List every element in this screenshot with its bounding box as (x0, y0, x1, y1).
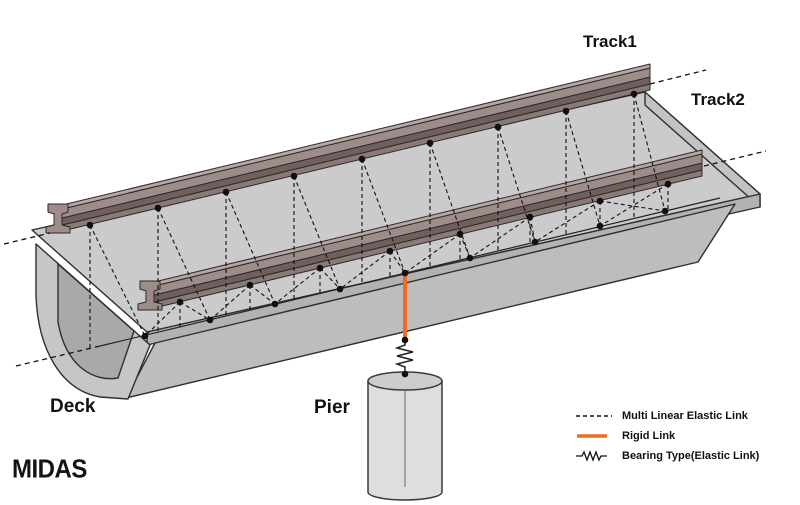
track1-label: Track1 (583, 32, 637, 51)
track2-rail (137, 149, 703, 311)
legend-item-bearing-type: Bearing Type(Elastic Link) (575, 450, 759, 462)
rigid-link-icon (575, 431, 613, 441)
track1-rail (45, 63, 651, 234)
legend-item-rigid-link: Rigid Link (575, 430, 759, 442)
bearing-spring (394, 340, 414, 374)
track2-rail-endcap (137, 280, 163, 311)
legend-label-elastic-link: Multi Linear Elastic Link (622, 410, 748, 422)
deck-front-face (146, 193, 761, 346)
elastic-link-mesh (89, 93, 669, 349)
midas-logo: MIDAS (12, 454, 87, 485)
track1-axis-dash-right (649, 69, 707, 85)
pier-cylinder (367, 371, 443, 501)
deck-centerline (99, 197, 721, 347)
spring-icon (575, 450, 613, 462)
dashed-line-icon (575, 411, 613, 421)
track1-axis-dash-left (3, 232, 51, 245)
legend-item-elastic-link: Multi Linear Elastic Link (575, 410, 759, 422)
legend-label-rigid-link: Rigid Link (622, 430, 676, 442)
girder-end-cavity (57, 263, 135, 380)
track2-label: Track2 (691, 90, 745, 109)
deck-label: Deck (50, 396, 96, 417)
track1-rail-endcap (45, 203, 71, 234)
pier-label: Pier (314, 397, 350, 418)
legend: Multi Linear Elastic Link Rigid Link Bea… (575, 410, 759, 462)
legend-label-bearing-type: Bearing Type(Elastic Link) (622, 450, 760, 462)
track2-axis-dash-right (703, 150, 767, 167)
model-nodes (86, 90, 672, 378)
axis-extension-lines (3, 69, 767, 367)
